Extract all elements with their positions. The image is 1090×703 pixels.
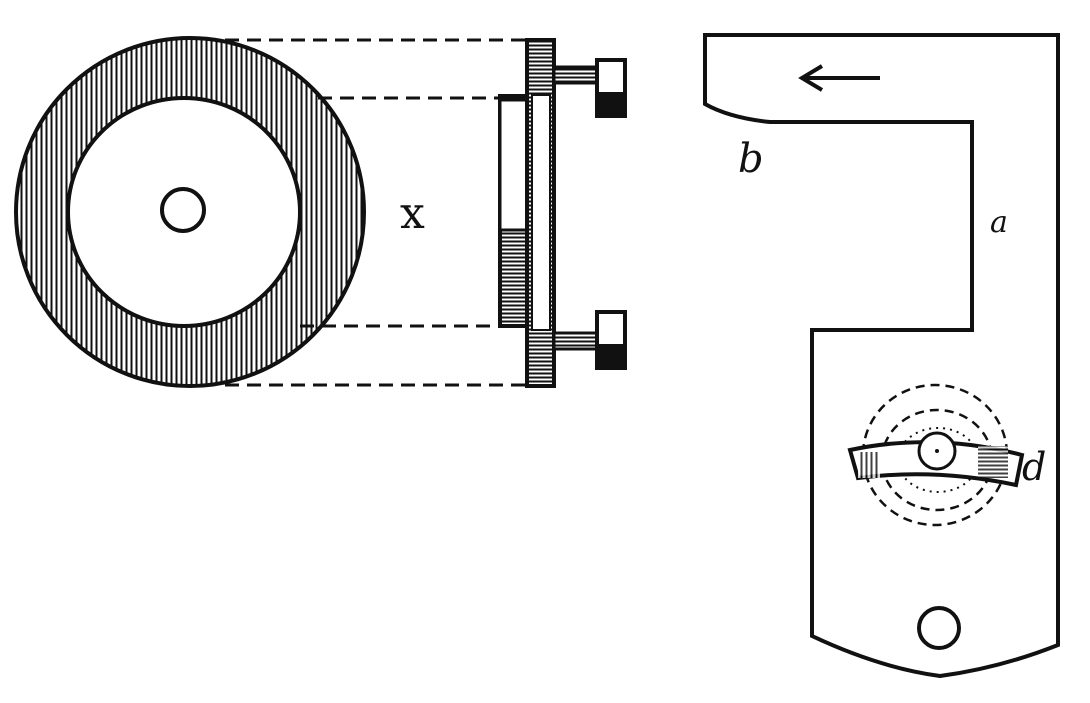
ring-front-view: [14, 36, 366, 388]
screw-top: [552, 58, 627, 118]
label-d: d: [1022, 445, 1046, 489]
label-a: a: [990, 205, 1008, 240]
bracket-outline: [703, 33, 1060, 679]
center-hole: [160, 187, 206, 233]
mounting-hole: [917, 606, 961, 650]
screw-bottom: [552, 310, 627, 370]
projection-lines: [225, 38, 527, 387]
label-b: b: [738, 136, 764, 182]
ring-side-view: [498, 38, 627, 388]
bracket: b a d: [703, 33, 1060, 679]
arrow-left-icon: [798, 64, 880, 92]
spirit-level: [847, 383, 1025, 527]
label-x: x: [400, 188, 425, 239]
